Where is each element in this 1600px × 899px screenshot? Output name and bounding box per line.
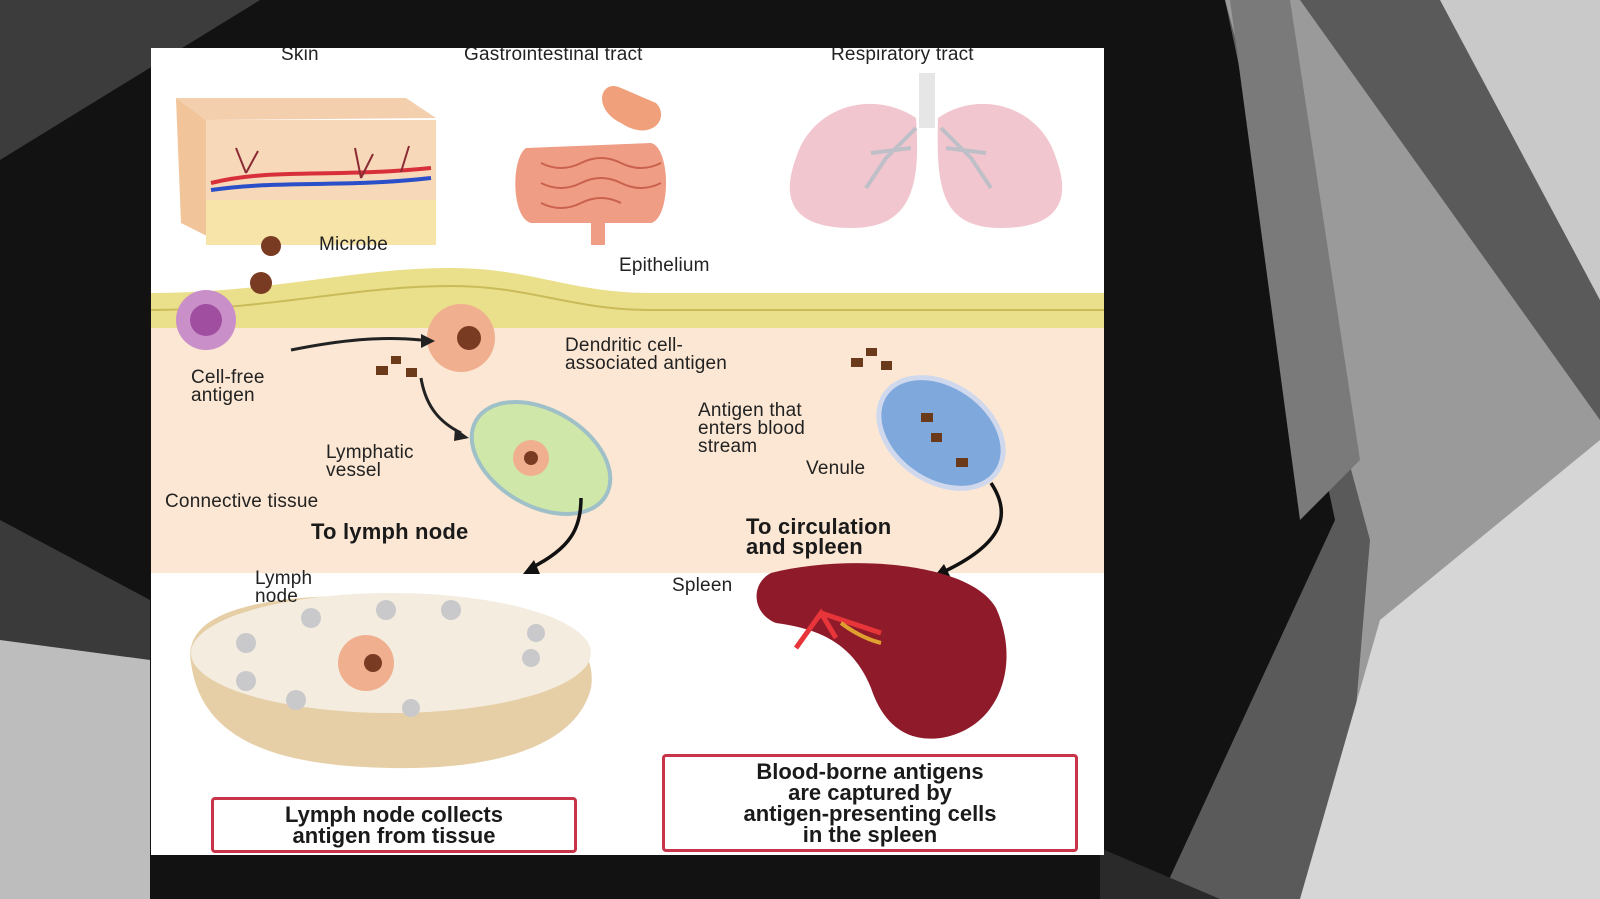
- connective-tissue-label: Connective tissue: [165, 491, 319, 512]
- venule-label: Venule: [806, 458, 866, 479]
- blood-antigen-label: Antigen that enters blood stream: [698, 400, 805, 457]
- lymph-node-label: Lymph node: [255, 568, 313, 607]
- skin-label: Skin: [281, 48, 319, 65]
- antigen-capture-figure: Skin Gastrointestinal tract Respiratory …: [151, 48, 1104, 855]
- dendritic-cells: [176, 236, 495, 372]
- epithelium-layer: [151, 268, 1104, 328]
- lymphatic-vessel-label: Lymphatic vessel: [326, 442, 414, 481]
- epithelium-label: Epithelium: [619, 255, 710, 276]
- antigen-particles: [376, 348, 892, 377]
- lungs-illustration: [789, 73, 1063, 228]
- spleen-caption-box: Blood-borne antigens are captured by ant…: [662, 754, 1078, 852]
- spleen-label: Spleen: [672, 575, 733, 596]
- lymph-node-illustration: [190, 593, 592, 769]
- to-lymph-node-label: To lymph node: [311, 519, 469, 544]
- microbe-label: Microbe: [319, 234, 388, 255]
- lymph-node-caption-box: Lymph node collects antigen from tissue: [211, 797, 577, 853]
- spleen-illustration: [756, 563, 1007, 739]
- gi-tract-label: Gastrointestinal tract: [464, 48, 643, 65]
- figure-artwork: [151, 73, 1104, 769]
- to-circulation-label: To circulation and spleen: [746, 514, 892, 559]
- lymphatic-vessel-illustration: [469, 400, 613, 516]
- venule-illustration: [876, 375, 1006, 491]
- skin-block-illustration: [176, 98, 436, 245]
- gi-tract-illustration: [515, 86, 666, 245]
- cell-free-antigen-label: Cell-free antigen: [191, 367, 265, 406]
- dendritic-cell-label: Dendritic cell- associated antigen: [565, 335, 728, 374]
- respiratory-tract-label: Respiratory tract: [831, 48, 974, 65]
